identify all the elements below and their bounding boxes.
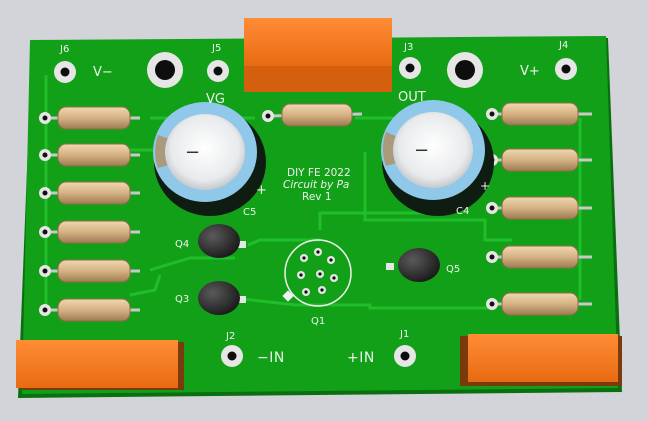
label-minus-in: −IN [257,350,285,366]
label-v-plus: V+ [520,64,540,79]
transistor-q4: Q4 [175,224,246,258]
transistor-q1-footprint: Q1 [282,239,352,327]
resistor-right-1 [486,102,592,126]
label-plus-in: +IN [347,350,375,366]
resistor-right-5 [486,292,592,316]
title-line-3: Rev 1 [302,191,332,203]
label-vg: VG [206,92,225,107]
resistor-left-5 [39,259,140,283]
pad-j4 [555,58,577,80]
connector-pads [54,57,577,367]
capacitor-c5: − VG + C5 [153,92,267,218]
resistors-left [39,106,140,322]
ref-j2: J2 [225,331,235,342]
orange-block-top [244,18,392,92]
title-line-2: Circuit by Pa [283,179,349,191]
ref-q4: Q4 [175,239,189,250]
resistor-right-3 [486,196,592,220]
ref-j6: J6 [59,44,69,55]
transistor-q3: Q3 [175,281,246,315]
resistor-right-4 [486,245,592,269]
c5-plus-mark: + [256,183,267,198]
board-title: DIY FE 2022 Circuit by Pa Rev 1 [283,167,351,203]
resistor-left-1 [39,106,140,130]
resistor-left-6 [39,298,140,322]
resistor-top [262,103,363,127]
ref-j4: J4 [558,40,568,51]
label-out: OUT [398,90,426,105]
mounting-holes [147,52,483,88]
connector-labels: J6 J5 J3 J4 J2 J1 V− V+ −IN +IN [59,40,568,366]
ref-q5: Q5 [446,264,460,275]
c4-plus-mark: + [480,179,490,193]
label-v-minus: V− [93,65,113,80]
transistor-q5: Q5 [386,248,460,282]
ref-c5: C5 [243,207,256,218]
ref-j1: J1 [399,329,409,340]
orange-block-left [16,340,184,390]
pad-j1 [394,345,416,367]
ref-c4: C4 [456,206,469,217]
c4-minus-mark: − [414,140,429,161]
pad-j6 [54,61,76,83]
resistor-left-2 [39,143,140,167]
capacitor-c4: − OUT + C4 [381,90,494,217]
title-line-1: DIY FE 2022 [287,167,351,179]
pad-j5 [207,60,229,82]
ref-q3: Q3 [175,294,189,305]
resistor-left-3 [39,181,140,205]
orange-block-right [460,334,622,386]
c5-minus-mark: − [185,142,200,163]
pad-j2 [221,345,243,367]
ref-j5: J5 [211,43,221,54]
ref-j3: J3 [403,42,413,53]
resistor-left-4 [39,220,140,244]
pad-j3 [399,57,421,79]
ref-q1: Q1 [311,316,325,327]
